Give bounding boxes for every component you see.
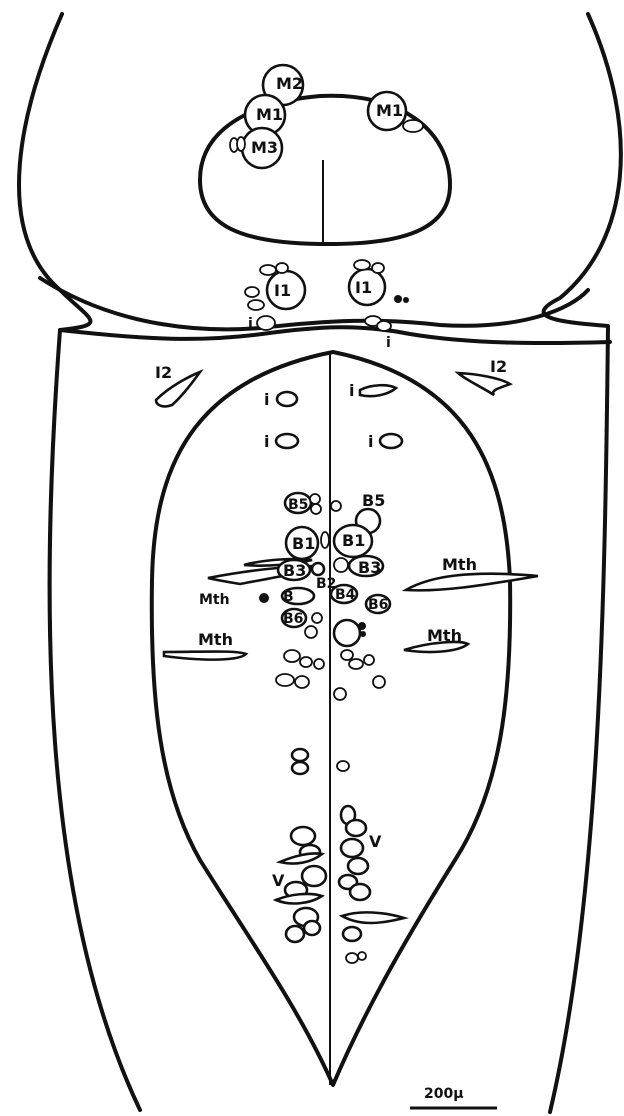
cell-i-right-b [377, 321, 391, 331]
cell-lc-3 [276, 674, 294, 686]
cell-b5l-a [310, 494, 320, 504]
upper-lobe-curve [40, 278, 588, 329]
cell-lc-7 [349, 659, 363, 669]
label-mth-ur: Mth [442, 555, 477, 574]
cell-lc-2 [300, 657, 312, 667]
label-i2-left: I2 [155, 363, 172, 382]
label-mth-ul: Mth [199, 592, 230, 608]
cell-vl-process-2 [276, 894, 322, 904]
label-b5-right: B5 [362, 491, 385, 510]
cell-lc-6 [341, 650, 353, 660]
cell-ml-1 [292, 749, 308, 761]
cell-vr-6 [350, 884, 370, 900]
cell-i1r-b [372, 263, 384, 273]
cell-lc-9 [373, 676, 385, 688]
cell-m1-right-small [403, 120, 423, 132]
label-i-ur: i [349, 381, 354, 400]
cell-b6l-a [305, 626, 317, 638]
cell-vr-8 [346, 953, 358, 963]
cell-i1r-a [354, 260, 370, 270]
label-i-left: i [248, 316, 253, 332]
cell-i-left [257, 316, 275, 330]
cell-mth-ll-process [164, 652, 246, 660]
dot-mid-a [358, 622, 366, 630]
cell-i-ll [276, 434, 298, 448]
cell-mth-ur-process [406, 574, 538, 591]
cell-vl-6 [286, 926, 304, 942]
cell-vl-7 [304, 921, 320, 935]
cell-b6l-b [312, 613, 322, 623]
cell-b5l-b [311, 504, 321, 514]
cell-i1l-b [276, 263, 288, 273]
label-b3-right: B3 [358, 558, 381, 577]
cell-b1-mid [321, 532, 329, 548]
label-mth-ll: Mth [198, 630, 233, 649]
cell-lc-8 [364, 655, 374, 665]
label-i-right: i [386, 335, 391, 351]
cell-i-ur [360, 385, 396, 396]
cell-vr-3 [341, 839, 363, 857]
label-m1-left: M1 [256, 105, 283, 124]
cell-i2-right [458, 373, 510, 395]
cell-lc-1 [284, 650, 300, 662]
label-b1-left: B1 [292, 534, 315, 553]
label-i-lr: i [368, 432, 373, 451]
label-b4: B4 [335, 587, 356, 603]
dot-i1r-b [403, 297, 409, 303]
cell-ml-3 [337, 761, 349, 771]
cell-lc-5 [314, 659, 324, 669]
cell-mid-large [334, 620, 360, 646]
label-b3-left: B3 [283, 561, 306, 580]
label-mth-lr: Mth [427, 626, 462, 645]
label-m1-right: M1 [376, 101, 403, 120]
cell-vr-4 [348, 858, 368, 874]
cell-vr-9 [358, 952, 366, 960]
cell-i-ul [277, 392, 297, 406]
upper-oval [200, 96, 450, 244]
label-b1-right: B1 [342, 531, 365, 550]
label-v-right: V [369, 832, 382, 851]
label-m3: M3 [251, 138, 278, 157]
label-i-ul: i [264, 390, 269, 409]
cross-band [60, 327, 610, 343]
cell-lc-10 [334, 688, 346, 700]
cell-i1l-d [248, 300, 264, 310]
cell-vl-1 [291, 827, 315, 845]
label-m2: M2 [276, 74, 303, 93]
dot-mid-b [360, 631, 366, 637]
label-i-ll: i [264, 432, 269, 451]
outer-right-outline [544, 14, 621, 1112]
label-i1-right: I1 [355, 278, 372, 297]
cell-i-lr [380, 434, 402, 448]
outer-left-outline [19, 14, 140, 1110]
cell-i1l-a [260, 265, 276, 275]
label-v-left: V [272, 871, 285, 890]
dot-mth-left [259, 593, 269, 603]
cell-vl-3 [302, 866, 326, 886]
cell-ml-2 [292, 762, 308, 774]
label-b5-left: B5 [288, 497, 308, 513]
cell-b3-small [312, 563, 324, 575]
label-b6-left: B6 [283, 611, 303, 627]
cell-vr-2 [346, 820, 366, 836]
label-i1-left: I1 [274, 281, 291, 300]
cell-vr-process [342, 912, 404, 923]
cell-i1l-c [245, 287, 259, 297]
cell-vl-process-1 [280, 853, 322, 863]
cell-vr-7 [343, 927, 361, 941]
cell-b5-mid [331, 501, 341, 511]
label-i2-right: I2 [490, 357, 507, 376]
cell-lc-4 [295, 676, 309, 688]
scale-label: 200μ [424, 1086, 464, 1102]
dot-i1r-a [394, 295, 402, 303]
cell-m3-small-b [237, 137, 245, 151]
label-b-small: B [283, 589, 294, 605]
cell-b3-right-small [334, 558, 348, 572]
label-b6-right: B6 [368, 597, 388, 613]
